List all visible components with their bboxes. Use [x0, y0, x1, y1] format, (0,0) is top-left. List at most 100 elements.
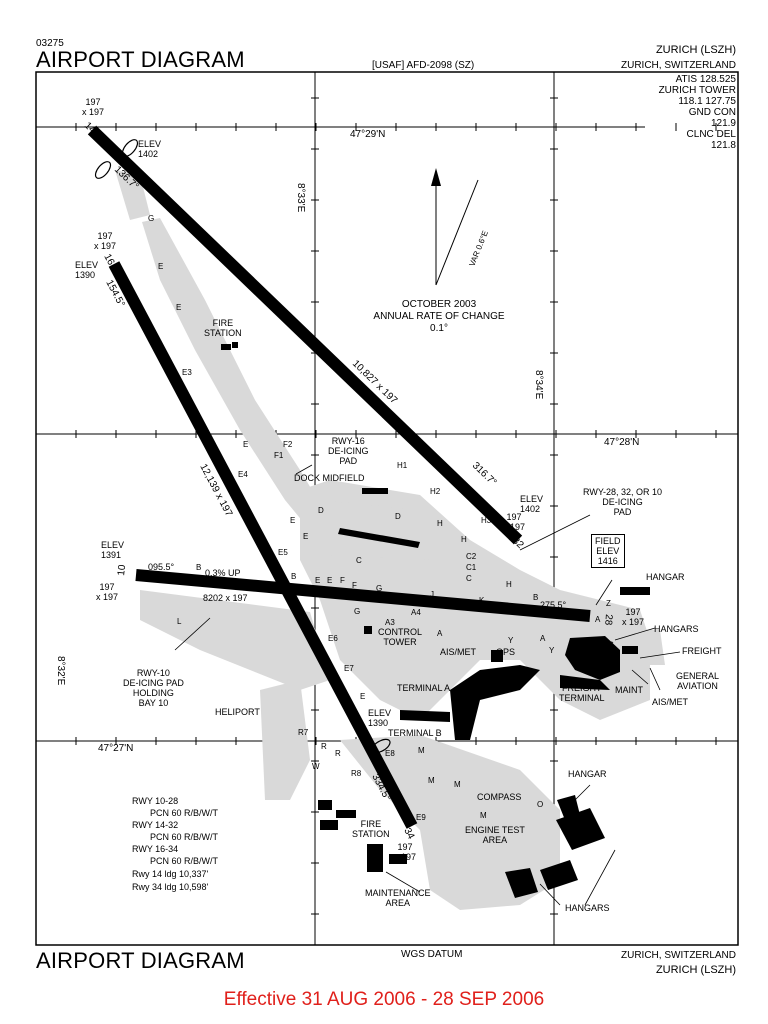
taxiway-label: R — [321, 742, 327, 751]
taxiway-e-west — [142, 218, 330, 540]
map-frame — [35, 71, 739, 946]
frequency-list: ATIS 128.525 ZURICH TOWER 118.1 127.75 G… — [659, 74, 736, 151]
lat-label-mid: 47°28'N — [604, 437, 640, 448]
taxiway-label: H — [437, 519, 443, 528]
taxiway-label: B — [291, 572, 297, 581]
runway-10-dimensions: 197 x 197 — [96, 582, 119, 602]
variation-label: VAR 0.6°E — [468, 229, 490, 267]
pcn-rwy-16-34: RWY 16-34 — [132, 844, 179, 854]
runway-34-end: 34 — [401, 826, 416, 841]
maintenance-building-2 — [367, 844, 383, 872]
taxiway-label: E — [176, 303, 182, 312]
fire-station-north-building-2 — [232, 342, 238, 348]
runway-16-elevation: ELEV 1390 — [75, 260, 99, 280]
dock-midfield-label: DOCK MIDFIELD — [294, 473, 365, 483]
runway-28-heading: 275.5° — [540, 600, 567, 610]
taxiway-label: E3 — [182, 368, 192, 377]
taxiway-label: E7 — [344, 664, 354, 673]
runway-10-28-length: 8202 x 197 — [203, 593, 248, 603]
ops-label: OPS — [496, 647, 516, 657]
taxiway-label: E — [158, 262, 164, 271]
hangars-se-building-3 — [540, 860, 578, 890]
taxiway-label: H2 — [430, 487, 441, 496]
runway-28-end: 28 — [602, 614, 614, 626]
runway-28-dimensions: 197 x 197 — [622, 607, 645, 627]
fire-station-south-label: FIRE STATION — [352, 819, 390, 839]
taxiway-label: E — [290, 516, 296, 525]
taxiway-label: Y — [508, 636, 514, 645]
taxiway-label: C1 — [466, 563, 477, 572]
taxiway-label: E — [303, 532, 309, 541]
taxiway-label: H1 — [397, 461, 408, 470]
taxiway-label: A3 — [385, 618, 395, 627]
taxiway-label: R8 — [351, 769, 362, 778]
taxiway-label: F — [352, 581, 357, 590]
taxiway-label: M — [418, 746, 425, 755]
runways — [87, 125, 591, 829]
ais-met-label: AIS/MET — [440, 647, 477, 657]
taxiway-label: R — [335, 749, 341, 758]
rwy10-deicing-pad-label: RWY-10 DE-ICING PAD HOLDING BAY 10 — [123, 668, 184, 708]
fire-station-north-building — [221, 344, 231, 350]
runway-10-end: 10 — [116, 564, 128, 577]
heliport-label: HELIPORT — [215, 707, 260, 717]
rwy28-deicing-pad-label: RWY-28, 32, OR 10 DE-ICING PAD — [583, 487, 663, 517]
footer-airport: ZURICH (LSZH) — [655, 964, 736, 976]
taxiway-label: F — [340, 576, 345, 585]
maintenance-area-label: MAINTENANCE AREA — [365, 888, 431, 908]
lon-label-33-top: 8°33'E — [295, 183, 306, 213]
taxiway-label: H — [461, 535, 467, 544]
freight-label: FREIGHT — [682, 646, 722, 656]
terminal-b-building — [400, 710, 450, 722]
windsock-symbols — [94, 139, 391, 754]
taxiway-label: M — [428, 776, 435, 785]
leader-lines — [174, 464, 681, 906]
lat-label-top: 47°29'N — [350, 129, 386, 140]
lat-label-bottom: 47°27'N — [98, 743, 134, 754]
hangars-east-label: HANGARS — [654, 624, 699, 634]
diagram-title: AIRPORT DIAGRAM — [36, 47, 245, 72]
landing-distance-34: Rwy 34 ldg 10,598' — [132, 882, 209, 892]
taxiway-label: E8 — [385, 749, 395, 758]
taxiway-label: J — [430, 590, 434, 599]
hangars-se-building-2 — [505, 868, 538, 898]
taxiway-label: A — [540, 634, 546, 643]
lon-label-32: 8°32'E — [55, 656, 66, 686]
terminal-b-label: TERMINAL B — [388, 728, 442, 738]
apron-rwy10 — [140, 590, 330, 690]
maintenance-building-3 — [389, 854, 407, 864]
pcn-rwy-14-32: RWY 14-32 — [132, 820, 179, 830]
customs-building — [565, 636, 620, 680]
annual-change-line3: 0.1° — [430, 323, 448, 334]
pcn-value-10-28: PCN 60 R/B/W/T — [150, 808, 219, 818]
taxiway-label: G — [376, 584, 383, 593]
taxiway-label: G — [148, 214, 155, 223]
taxiway-label: K — [479, 596, 485, 605]
freight-terminal-building — [560, 675, 610, 690]
lat-lon-grid — [36, 72, 738, 945]
runway-16-dimensions: 197 x 197 — [94, 231, 117, 251]
runway-16-end: 16 — [101, 252, 116, 267]
taxiway-label: G — [354, 607, 361, 616]
taxiway-label: F2 — [283, 440, 293, 449]
taxiway-label: Y — [549, 646, 555, 655]
taxiway-label: C2 — [466, 552, 477, 561]
runway-32-elevation: ELEV 1402 — [520, 494, 544, 514]
runway-10-slope: 0.3% UP — [205, 568, 241, 578]
taxiway-label: B — [533, 593, 539, 602]
taxiway-label: M — [480, 811, 487, 820]
footer-title: AIRPORT DIAGRAM — [36, 948, 245, 973]
hangars-se-label: HANGARS — [565, 903, 610, 913]
ais-met-east-label: AIS/MET — [652, 697, 689, 707]
taxiway-label: H — [506, 580, 512, 589]
frequency-ground: 121.9 — [710, 118, 736, 129]
terminal-a-building — [450, 665, 540, 740]
taxiway-label: E9 — [416, 813, 426, 822]
taxiway-label: B — [196, 563, 202, 572]
field-elevation-box: FIELD ELEV 1416 — [591, 534, 625, 568]
general-aviation-label: GENERAL AVIATION — [676, 671, 720, 691]
grid-ticks — [75, 97, 717, 915]
footer-location: ZURICH, SWITZERLAND — [621, 950, 736, 961]
runway-32-dimensions: 197 x 197 — [503, 512, 526, 532]
